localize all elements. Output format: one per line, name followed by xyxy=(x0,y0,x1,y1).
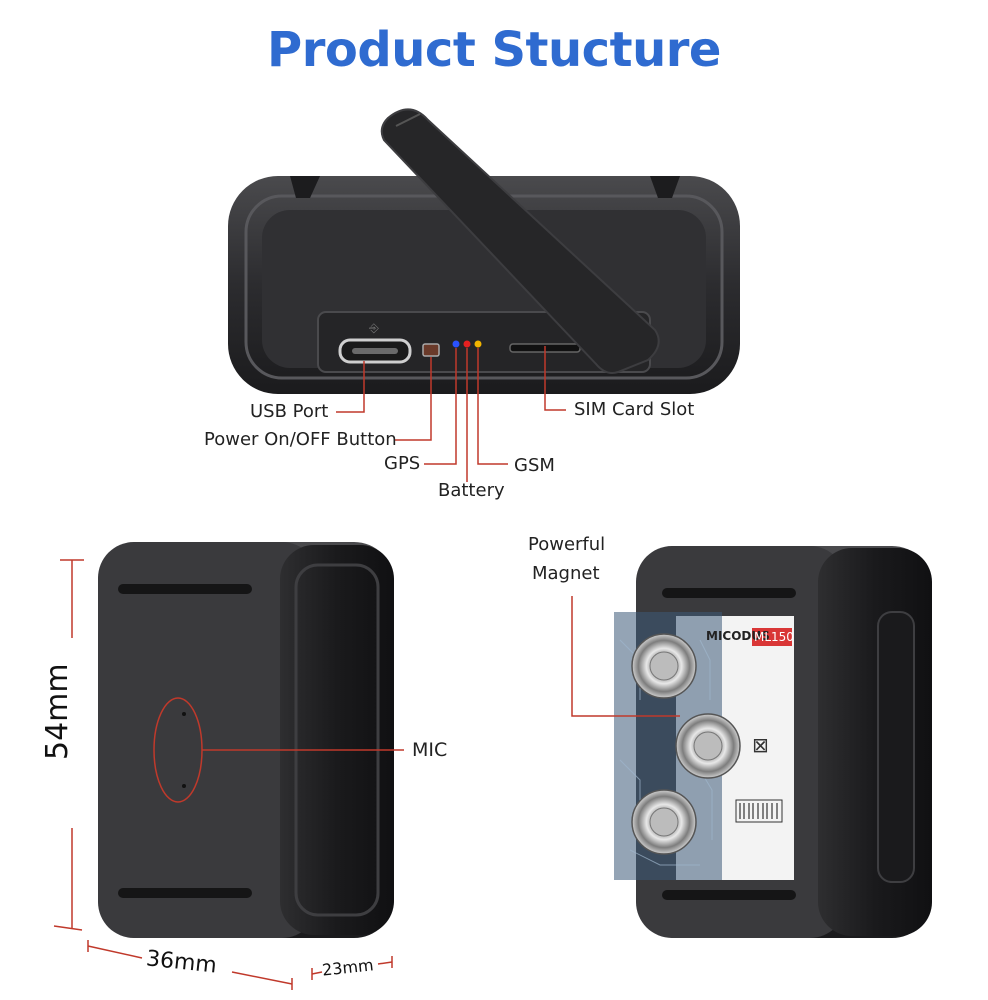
mic-label: MIC xyxy=(412,739,448,761)
top-leader-lines xyxy=(336,346,566,482)
top-device: ⎆ xyxy=(228,108,740,394)
right-device: ⊠ xyxy=(614,546,932,938)
left-device xyxy=(98,542,394,938)
sim-card-slot-label: SIM Card Slot xyxy=(574,399,695,420)
gsm-label: GSM xyxy=(514,455,555,476)
usb-port-label: USB Port xyxy=(250,401,329,422)
battery-label: Battery xyxy=(438,480,505,501)
page-title: Product Stucture xyxy=(267,22,721,78)
left-leader-lines xyxy=(53,559,404,990)
brand-logo: MICODUS xyxy=(706,629,770,643)
svg-text:⊠: ⊠ xyxy=(752,733,769,757)
gps-label: GPS xyxy=(384,453,421,474)
magnet-label-line1: Powerful xyxy=(528,534,606,555)
model-badge: ML150 xyxy=(754,630,794,644)
magnet-leader-line xyxy=(571,596,680,717)
svg-text:⎆: ⎆ xyxy=(369,321,379,335)
power-button-label: Power On/OFF Button xyxy=(204,429,397,450)
magnet-label-line2: Magnet xyxy=(532,563,600,584)
height-dimension-label: 54mm xyxy=(40,663,75,760)
